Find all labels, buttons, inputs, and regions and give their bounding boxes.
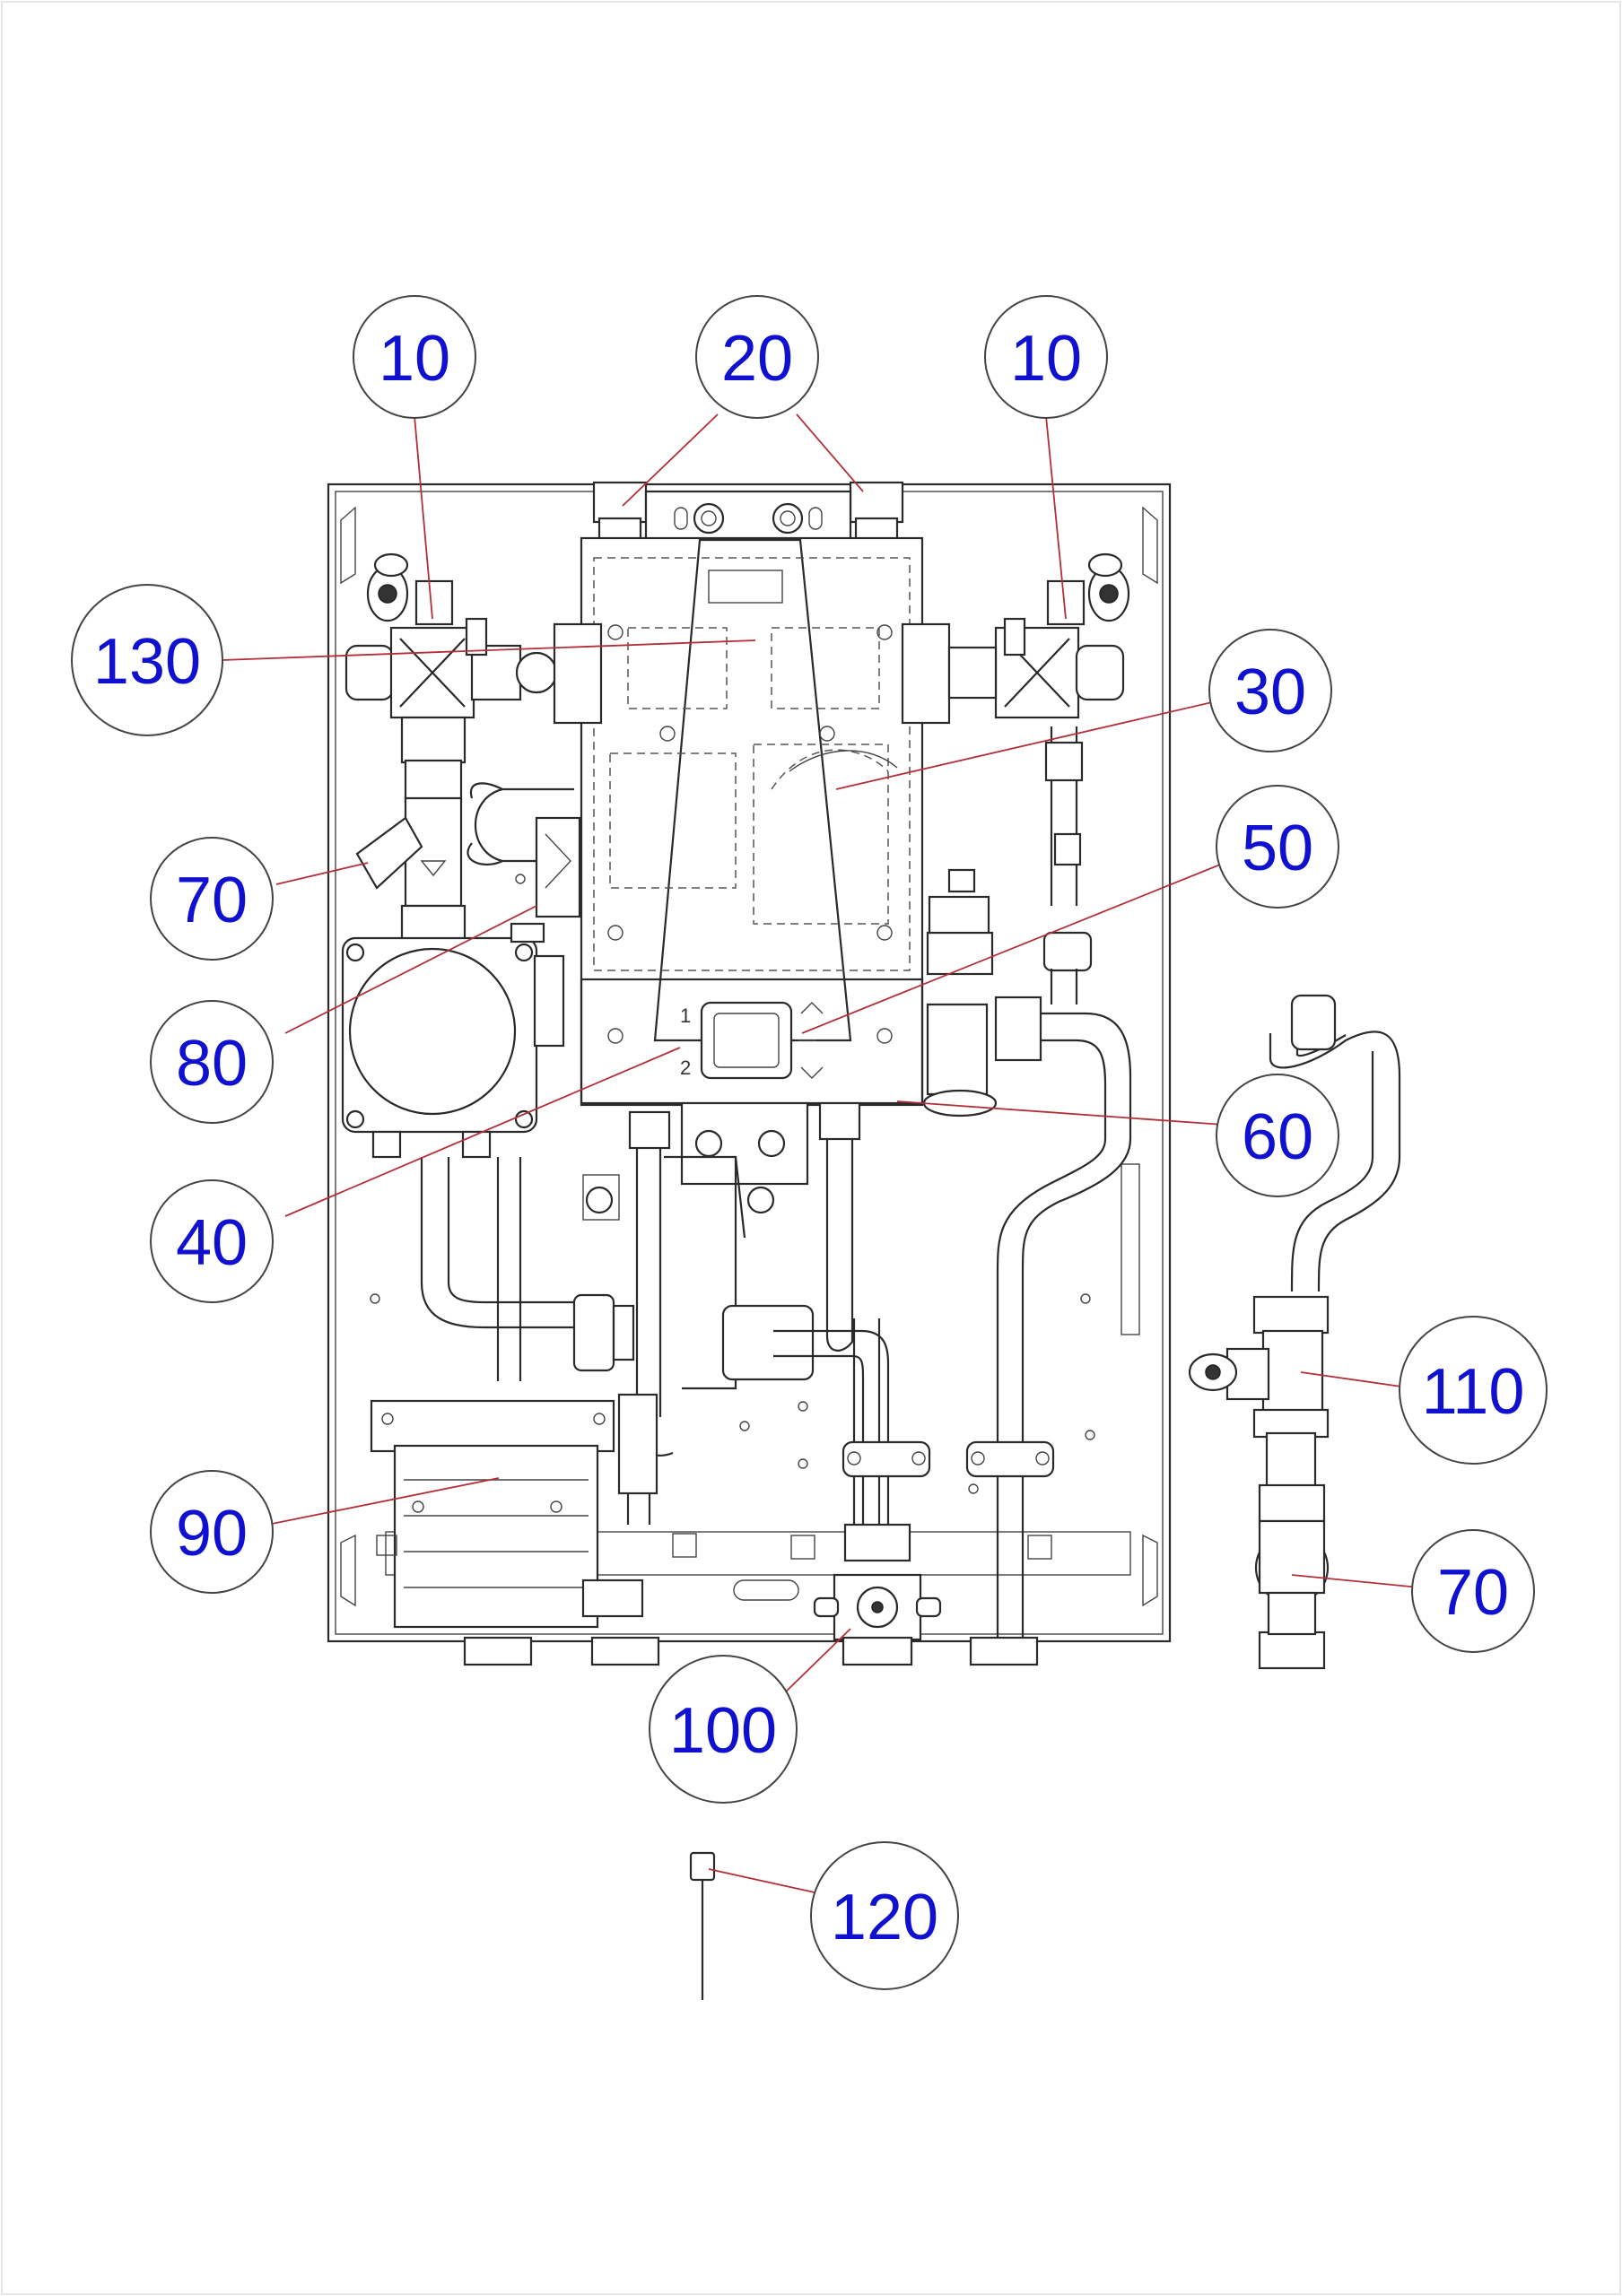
callout-100-label: 100 bbox=[669, 1695, 777, 1767]
callout-10-right: 10 bbox=[984, 295, 1108, 419]
callout-110-label: 110 bbox=[1422, 1356, 1525, 1428]
callout-50-label: 50 bbox=[1242, 813, 1313, 884]
terminal-box bbox=[370, 1399, 1052, 1629]
callout-20: 20 bbox=[695, 295, 819, 419]
callout-90: 90 bbox=[150, 1470, 274, 1594]
callout-90-label: 90 bbox=[176, 1498, 248, 1570]
callout-40-label: 40 bbox=[176, 1207, 248, 1279]
leader-lines bbox=[222, 413, 1420, 1893]
callout-30: 30 bbox=[1208, 629, 1332, 752]
drain-valve bbox=[813, 1523, 942, 1666]
left-strainer bbox=[355, 716, 467, 944]
loose-strainer bbox=[1254, 1483, 1330, 1670]
callout-70-strainer: 70 bbox=[150, 837, 274, 961]
callout-20-label: 20 bbox=[721, 323, 793, 395]
callout-80-label: 80 bbox=[176, 1028, 248, 1100]
bottom-outlet-nuts bbox=[463, 1636, 1039, 1666]
callout-30-label: 30 bbox=[1234, 657, 1306, 728]
callout-40: 40 bbox=[150, 1179, 274, 1303]
callout-100: 100 bbox=[649, 1655, 798, 1804]
pipework bbox=[420, 726, 1132, 1650]
callout-80: 80 bbox=[150, 1000, 274, 1124]
callout-130-label: 130 bbox=[93, 626, 201, 698]
callout-70-strainer-label: 70 bbox=[176, 865, 248, 936]
callout-110: 110 bbox=[1399, 1316, 1548, 1465]
temperature-sensor bbox=[689, 1851, 716, 2000]
loose-mixing-valve bbox=[1188, 994, 1401, 1512]
callout-10-left: 10 bbox=[353, 295, 476, 419]
bypass-fitting bbox=[922, 868, 1042, 1118]
right-service-valve bbox=[901, 552, 1130, 725]
pipe-clips bbox=[842, 1440, 1055, 1478]
callout-70-loose: 70 bbox=[1411, 1529, 1535, 1653]
callout-50: 50 bbox=[1216, 785, 1339, 909]
callout-130: 130 bbox=[71, 584, 223, 736]
callout-10-right-label: 10 bbox=[1010, 323, 1082, 395]
callout-10-left-label: 10 bbox=[379, 323, 450, 395]
left-service-valve bbox=[344, 552, 603, 725]
callout-60: 60 bbox=[1216, 1074, 1339, 1197]
callout-70-loose-label: 70 bbox=[1437, 1557, 1509, 1629]
callout-120: 120 bbox=[810, 1841, 959, 1990]
main-unit-housing: 1 2 bbox=[580, 536, 924, 1221]
callout-60-label: 60 bbox=[1242, 1101, 1313, 1173]
hose-loop-left bbox=[467, 782, 581, 918]
callout-120-label: 120 bbox=[831, 1882, 938, 1953]
position-1-mark: 1 bbox=[680, 1004, 691, 1027]
position-2-mark: 2 bbox=[680, 1057, 691, 1079]
circulation-pump bbox=[341, 922, 565, 1159]
